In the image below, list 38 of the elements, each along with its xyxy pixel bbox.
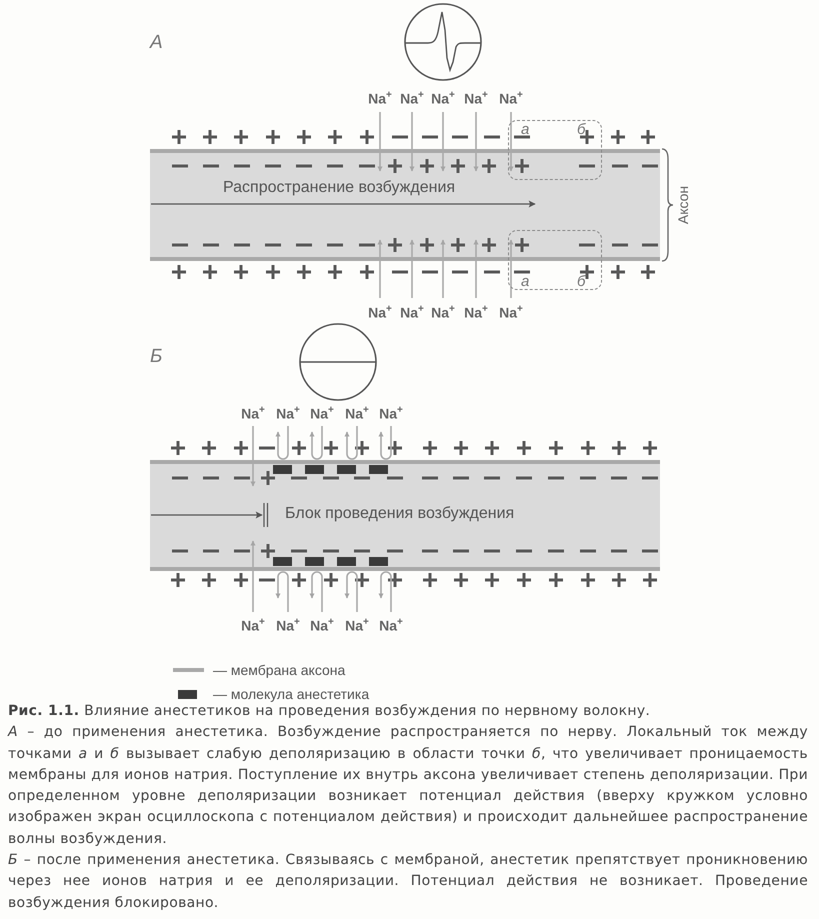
panel-letter: Б bbox=[150, 346, 162, 368]
caption-paragraph: Б – после применения анестетика. Связываясь с мембраной, анестетик препятствует проникновению через нее ионов натрия и ее деполяризации. Потенциал действия не возникает. Проведение возбуждения блокировано. bbox=[8, 851, 808, 913]
caption-paragraph: А – до применения анестетика. Возбуждение распространяется по нерву. Локальный ток между точками а и б вызывает слабую деполяризацию в области точки б, что увеличивает проницаемость мембраны для ионов натрия. Поступление их внутрь аксона увеличивает степень деполяризации. При определенном уровне деполяризации возникает потенциал действия (вверху кружком условно изображен экран осциллоскопа с потенциалом действия) и происходит дальнейшее распространение волны возбуждения. bbox=[8, 723, 808, 849]
figure-caption: Рис. 1.1. Влияние анестетиков на проведения возбуждения по нервному волокну. bbox=[8, 702, 652, 721]
axon-band bbox=[150, 460, 660, 571]
ion-label: Na$^{+}$ bbox=[310, 404, 334, 422]
ion-label: Na$^{+}$ bbox=[499, 90, 523, 106]
ion-label: Na$^{+}$ bbox=[431, 90, 455, 106]
ion-label: Na$^{+}$ bbox=[400, 90, 424, 106]
panel-letter: А bbox=[150, 32, 163, 54]
ion-label: Na$^{+}$ bbox=[345, 404, 369, 422]
ion-label: Na$^{+}$ bbox=[431, 304, 455, 320]
legend-label: — молекула анестетика bbox=[213, 686, 370, 702]
dashed-region-outline bbox=[508, 230, 602, 290]
point-label: а bbox=[521, 273, 530, 290]
ion-label: Na$^{+}$ bbox=[241, 404, 265, 422]
ion-label: Na$^{+}$ bbox=[368, 304, 392, 320]
ion-label: Na$^{+}$ bbox=[464, 304, 488, 320]
point-label: б bbox=[577, 273, 586, 290]
dashed-region-outline bbox=[508, 120, 602, 180]
ion-label: Na$^{+}$ bbox=[276, 404, 300, 422]
axon-label: Распространение возбуждения bbox=[223, 179, 456, 197]
ion-label: Na$^{+}$ bbox=[368, 90, 392, 106]
ion-label: Na$^{+}$ bbox=[499, 304, 523, 320]
ion-label: Na$^{+}$ bbox=[345, 616, 369, 634]
ion-label: Na$^{+}$ bbox=[379, 404, 403, 422]
axon-label: Аксон bbox=[675, 186, 691, 224]
axon-label: Блок проведения возбуждения bbox=[285, 505, 514, 523]
point-label: б bbox=[577, 121, 586, 138]
ion-label: Na$^{+}$ bbox=[464, 90, 488, 106]
ion-label: Na$^{+}$ bbox=[241, 616, 265, 634]
axon-band bbox=[150, 149, 660, 261]
point-label: а bbox=[521, 121, 530, 138]
legend-label: — мембрана аксона bbox=[213, 662, 346, 678]
ion-label: Na$^{+}$ bbox=[276, 616, 300, 634]
ion-label: Na$^{+}$ bbox=[400, 304, 424, 320]
ion-label: Na$^{+}$ bbox=[379, 616, 403, 634]
ion-label: Na$^{+}$ bbox=[310, 616, 334, 634]
